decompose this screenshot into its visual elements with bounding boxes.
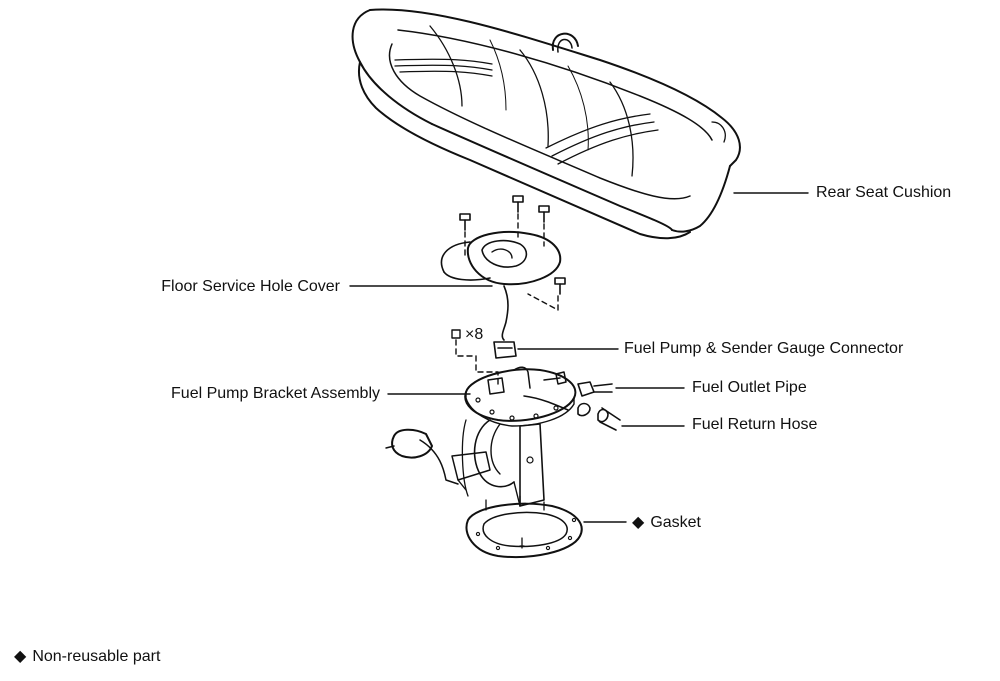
fuel-pump-bracket-assembly-drawing	[385, 366, 577, 507]
rear-seat-cushion-drawing	[351, 8, 741, 240]
bracket-bolts-drawing	[451, 329, 499, 389]
non-reusable-diamond-icon: ◆	[632, 514, 645, 531]
floor-service-hole-cover-drawing	[440, 230, 562, 341]
cover-screws-drawing	[459, 195, 566, 311]
gasket-text: Gasket	[650, 514, 701, 531]
label-bolt-quantity: ×8	[465, 326, 484, 343]
label-gasket: ◆ Gasket	[632, 514, 701, 532]
gasket-drawing	[465, 495, 583, 558]
sender-gauge-connector-drawing	[493, 341, 517, 359]
leader-lines	[349, 192, 809, 523]
label-fuel-pump-bracket-assembly: Fuel Pump Bracket Assembly	[171, 385, 380, 402]
label-rear-seat-cushion: Rear Seat Cushion	[816, 184, 952, 201]
label-floor-service-hole-cover: Floor Service Hole Cover	[161, 278, 340, 295]
label-fuel-outlet-pipe: Fuel Outlet Pipe	[692, 379, 807, 396]
label-fuel-pump-sender-gauge-connector: Fuel Pump & Sender Gauge Connector	[624, 340, 904, 357]
legend-text: Non-reusable part	[32, 648, 161, 665]
legend-diamond-icon: ◆	[14, 648, 27, 665]
label-fuel-return-hose: Fuel Return Hose	[692, 416, 818, 433]
fuel-return-hose-drawing	[577, 402, 621, 431]
fuel-outlet-pipe-drawing	[577, 381, 613, 397]
legend: ◆ Non-reusable part	[14, 648, 160, 666]
